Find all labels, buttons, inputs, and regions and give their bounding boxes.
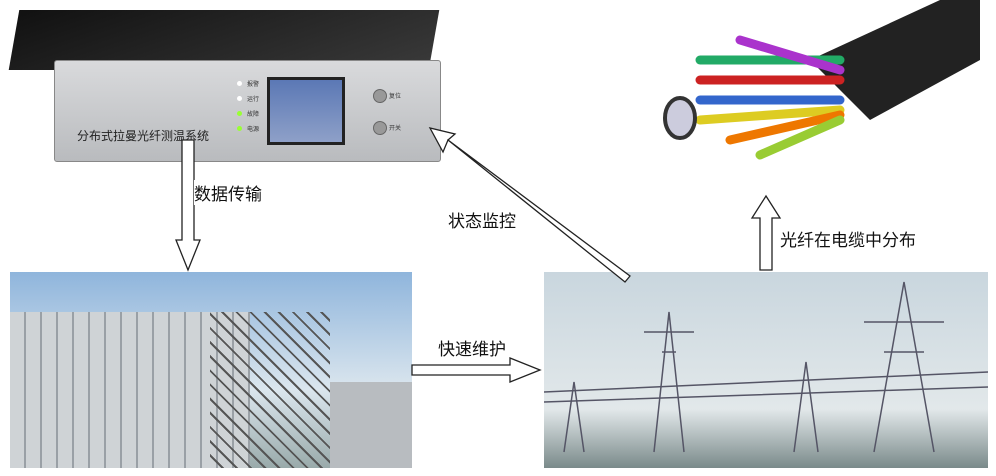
indicator-label: 电源 bbox=[247, 126, 260, 133]
led-power bbox=[237, 126, 242, 131]
down-arrow bbox=[175, 139, 201, 272]
device-screen bbox=[267, 77, 345, 145]
dts-device-image: 分布式拉曼光纤测温系统 报警 运行 故障 电源 复位 开关 bbox=[8, 10, 441, 162]
indicator-label: 运行 bbox=[247, 96, 260, 103]
led-alarm bbox=[237, 81, 242, 86]
fast-maintenance-label: 快速维护 bbox=[438, 335, 506, 360]
button-label: 开关 bbox=[389, 125, 402, 132]
status-monitor-label: 状态监控 bbox=[448, 207, 516, 232]
device-front-panel: 分布式拉曼光纤测温系统 报警 运行 故障 电源 复位 开关 bbox=[54, 60, 441, 162]
transmission-towers-photo bbox=[544, 272, 988, 468]
reset-button bbox=[373, 89, 387, 103]
cable-cross-section-image bbox=[640, 0, 980, 175]
tower-lines bbox=[544, 281, 988, 453]
power-switch-button bbox=[373, 121, 387, 135]
right-arrow bbox=[411, 357, 542, 383]
led-fault bbox=[237, 111, 242, 116]
data-transfer-label: 数据传输 bbox=[194, 180, 262, 205]
device-name: 分布式拉曼光纤测温系统 bbox=[77, 129, 210, 143]
led-run bbox=[237, 96, 242, 101]
button-label: 复位 bbox=[389, 93, 402, 100]
up-arrow bbox=[750, 194, 782, 271]
indicator-label: 报警 bbox=[247, 81, 260, 88]
fiber-in-cable-label: 光纤在电缆中分布 bbox=[780, 226, 916, 251]
diagonal-arrow bbox=[428, 127, 631, 283]
indicator-label: 故障 bbox=[247, 111, 260, 118]
substation-building-photo bbox=[10, 272, 412, 468]
